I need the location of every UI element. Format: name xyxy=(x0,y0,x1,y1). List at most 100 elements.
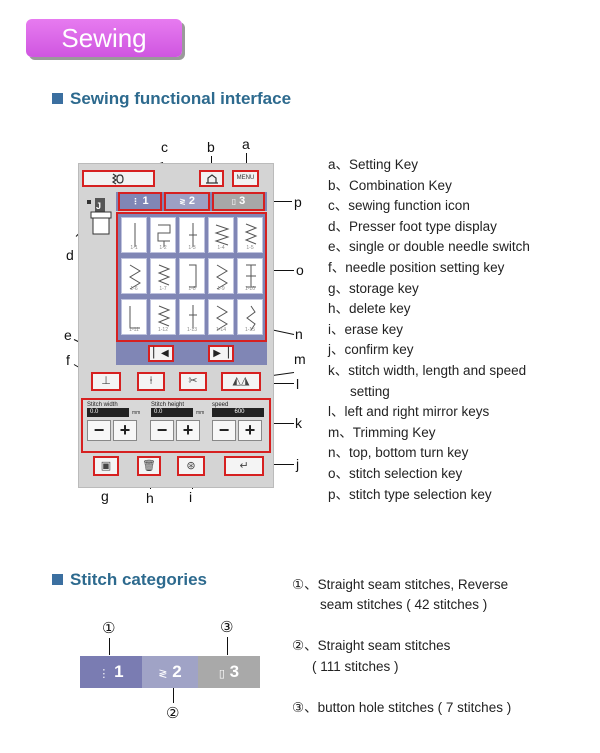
save-icon: ▣ xyxy=(100,460,112,472)
stitch-pattern-icon xyxy=(246,305,256,331)
width-plus-button[interactable]: + xyxy=(113,420,137,441)
speed-plus-button[interactable]: + xyxy=(238,420,262,441)
legend-item: i、erase key xyxy=(328,321,404,337)
height-plus-button[interactable]: + xyxy=(176,420,200,441)
stitch-pattern-icon xyxy=(216,264,228,290)
legend-item: l、left and right mirror keys xyxy=(328,404,490,420)
mirror-keys[interactable]: ◭◮ xyxy=(221,372,261,391)
legend-item: setting xyxy=(350,383,390,399)
stitch-cell[interactable]: 1-12 xyxy=(150,299,176,335)
stitch-code: 1-9 xyxy=(217,286,225,292)
legend-item: b、Combination Key xyxy=(328,177,452,193)
speed-control: speed 600 xyxy=(212,402,270,417)
stitch-code: 1-1 xyxy=(130,245,138,251)
stitch-pattern-icon xyxy=(134,223,136,247)
sewing-function-icon[interactable] xyxy=(82,170,155,187)
stitch-pattern-icon xyxy=(157,264,171,286)
callout-a: a xyxy=(242,136,250,152)
enter-icon: ↵ xyxy=(239,460,249,472)
buttonhole-stitch-icon: ▯ xyxy=(231,197,237,206)
sewing-header-tab: Sewing xyxy=(26,19,182,57)
marker-2: ② xyxy=(166,705,180,722)
legend-item: h、delete key xyxy=(328,301,411,317)
stitch-cell[interactable]: 1-8 xyxy=(179,258,205,294)
stitch-pattern-icon xyxy=(129,306,140,329)
presser-foot-icon xyxy=(87,198,112,235)
page-bottom-button[interactable]: ▶▕ xyxy=(208,345,234,362)
stitch-height-control: Stitch height 0.0 mm xyxy=(151,402,205,417)
legend-item: a、Setting Key xyxy=(328,157,419,172)
presser-foot-display: J xyxy=(87,196,115,236)
stitch-width-control: Stitch width 0.0 mm xyxy=(87,402,141,417)
square-bullet-icon xyxy=(52,574,63,585)
needle-icon: ⍿ xyxy=(149,375,153,387)
stitch-code: 1-11 xyxy=(129,327,139,333)
category-tab-2[interactable]: ≷ 2 xyxy=(164,192,210,211)
stitch-code: 1-7 xyxy=(159,286,167,292)
page-turn-area: ▏◀ ▶▕ xyxy=(116,342,267,365)
single-double-needle-switch[interactable]: ⍿ xyxy=(137,372,165,391)
legend-item: o、stitch selection key xyxy=(328,465,463,481)
stitch-cell[interactable]: 1-7 xyxy=(150,258,176,294)
eraser-icon: ⊛ xyxy=(186,460,196,472)
combination-key[interactable] xyxy=(199,170,224,187)
legend-item: p、stitch type selection key xyxy=(328,486,492,502)
stitch-cell[interactable]: 1-10 xyxy=(237,258,263,294)
legend-item: d、Presser foot type display xyxy=(328,218,497,234)
page-top-button[interactable]: ▏◀ xyxy=(148,345,174,362)
callout-h: h xyxy=(146,490,154,506)
width-minus-button[interactable]: − xyxy=(87,420,111,441)
storage-key[interactable]: ▣ xyxy=(93,456,119,476)
stitch-cell[interactable]: 1-6 xyxy=(121,258,147,294)
stitch-cell[interactable]: 1-14 xyxy=(208,299,234,335)
callout-i: i xyxy=(189,489,193,505)
stitch-cell[interactable]: 1-2 xyxy=(150,217,176,253)
callout-d: d xyxy=(66,247,74,263)
stitch-code: 1-2 xyxy=(159,245,167,251)
stitch-code: 1-6 xyxy=(130,286,138,292)
stitch-cell[interactable]: 1-13 xyxy=(179,299,205,335)
stitch-cell[interactable]: 1-5 xyxy=(237,217,263,253)
stitch-cell[interactable]: 1-15 xyxy=(237,299,263,335)
skip-last-icon: ▶▕ xyxy=(213,348,229,359)
callout-o: o xyxy=(296,262,304,278)
stitch-cell[interactable]: 1-9 xyxy=(208,258,234,294)
delete-key[interactable]: 🗑 xyxy=(137,456,161,476)
stitch-pattern-icon xyxy=(157,305,171,327)
skip-first-icon: ▏◀ xyxy=(153,348,169,359)
callout-b: b xyxy=(207,139,215,155)
category-bar-3: ▯ 3 xyxy=(198,656,260,688)
stitch-code: 1-14 xyxy=(215,327,226,333)
stitch-cell[interactable]: 1-11 xyxy=(121,299,147,335)
stitch-cell[interactable]: 1-1 xyxy=(121,217,147,253)
section-title-interface: Sewing functional interface xyxy=(52,89,291,109)
legend-item: j、confirm key xyxy=(328,342,414,358)
sewing-interface-panel: MENU J ⋮ 1 ≷ 2 ▯ 3 1-1 1-2 1-3 1-4 1-5 1-6 1-7… xyxy=(78,163,274,488)
erase-key[interactable]: ⊛ xyxy=(177,456,205,476)
marker-3: ③ xyxy=(220,619,234,636)
speed-minus-button[interactable]: − xyxy=(212,420,236,441)
buttonhole-stitch-icon: ▯ xyxy=(218,668,225,680)
trash-icon: 🗑 xyxy=(142,460,156,472)
category-tab-3[interactable]: ▯ 3 xyxy=(212,192,265,211)
stitch-pattern-icon xyxy=(157,224,171,247)
setting-key[interactable]: MENU xyxy=(232,170,259,187)
height-minus-button[interactable]: − xyxy=(150,420,174,441)
needle-position-key[interactable]: ⊥ xyxy=(91,372,121,391)
stitch-code: 1-5 xyxy=(246,245,254,251)
callout-l: l xyxy=(296,376,300,392)
stitch-height-value: 0.0 xyxy=(151,408,193,417)
stitch-code: 1-4 xyxy=(217,245,225,251)
stitch-cell[interactable]: 1-3 xyxy=(179,217,205,253)
category-tab-1[interactable]: ⋮ 1 xyxy=(118,192,162,211)
trimming-key[interactable]: ✂ xyxy=(179,372,207,391)
confirm-key[interactable]: ↵ xyxy=(224,456,264,476)
straight-stitch-icon: ⋮ xyxy=(98,668,110,680)
callout-n: n xyxy=(295,326,303,342)
stitch-type-selection-key: ⋮ 1 ≷ 2 ▯ 3 xyxy=(116,192,267,211)
callout-m: m xyxy=(294,351,306,367)
stitch-code: 1-12 xyxy=(157,327,168,333)
stitch-code: 1-15 xyxy=(244,327,255,333)
stitch-cell[interactable]: 1-4 xyxy=(208,217,234,253)
